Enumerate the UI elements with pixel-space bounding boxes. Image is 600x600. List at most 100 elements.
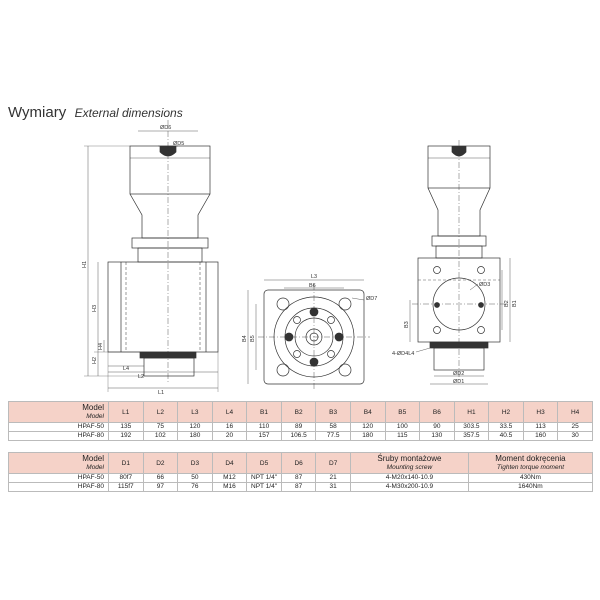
- table-cell: 77.5: [315, 431, 351, 441]
- table-cell: 58: [315, 422, 351, 432]
- table-cell: 66: [142, 473, 179, 483]
- dimensions-table-1: Model Model L1 L2 L3 L4 B1 B2 B3 B4 B5 B…: [8, 401, 593, 441]
- table-cell: 21: [315, 473, 351, 483]
- table-cell: 87: [280, 482, 317, 492]
- table-cell: 180: [349, 431, 386, 441]
- label-od6: ØD6: [160, 125, 171, 131]
- col-header: B5: [384, 401, 421, 423]
- side-view-drawing: [84, 120, 219, 392]
- col-header: L4: [211, 401, 248, 423]
- table-cell: 75: [142, 422, 179, 432]
- label-od1: ØD1: [453, 379, 464, 385]
- table-cell: 106.5: [280, 431, 317, 441]
- table-cell: 102: [142, 431, 179, 441]
- col-header: B4: [349, 401, 386, 423]
- col-header: H2: [488, 401, 524, 423]
- col-header: B1: [246, 401, 282, 423]
- label-b3: B3: [404, 321, 410, 328]
- table-cell: 357.5: [453, 431, 490, 441]
- model-cell: HPAF-50: [8, 473, 109, 483]
- torque-header: Moment dokręcenia Tighten torque moment: [467, 452, 593, 474]
- label-l3: L3: [311, 274, 317, 280]
- model-cell: HPAF-50: [8, 422, 109, 432]
- label-od2: ØD2: [453, 371, 464, 377]
- label-od4: 4-ØD4L4: [392, 351, 414, 357]
- table-cell: 25: [557, 422, 593, 432]
- title-english: External dimensions: [74, 106, 183, 120]
- table-cell: 90: [419, 422, 455, 432]
- model-cell: HPAF-80: [8, 482, 109, 492]
- table-cell: 113: [522, 422, 559, 432]
- table-cell: 20: [211, 431, 248, 441]
- table-1-header-row: Model Model L1 L2 L3 L4 B1 B2 B3 B4 B5 B…: [8, 401, 593, 423]
- label-od7: ØD7: [366, 296, 377, 302]
- table-cell: 50: [177, 473, 213, 483]
- table-cell: 115: [384, 431, 421, 441]
- table-cell: 120: [349, 422, 386, 432]
- col-header: D6: [280, 452, 317, 474]
- torque-cell: 1640Nm: [467, 482, 593, 492]
- page-title: Wymiary External dimensions: [8, 104, 183, 122]
- mounting-screw-header: Śruby montażowe Mounting screw: [349, 452, 469, 474]
- table-row: HPAF-50 135 75 120 16 110 89 58 120 100 …: [8, 422, 593, 432]
- table-cell: 89: [280, 422, 317, 432]
- table-cell: 192: [108, 431, 144, 441]
- col-header: B2: [280, 401, 317, 423]
- table-row: HPAF-80 192 102 180 20 157 106.5 77.5 18…: [8, 431, 593, 441]
- col-header: L2: [142, 401, 179, 423]
- label-b1: B1: [512, 300, 518, 307]
- table-cell: 160: [522, 431, 559, 441]
- table-cell: 135: [108, 422, 144, 432]
- label-l4: L4: [123, 366, 129, 372]
- screw-cell: 4-M30x200-10.9: [349, 482, 469, 492]
- col-header: D3: [177, 452, 213, 474]
- flange-view-drawing: [247, 279, 370, 390]
- table-cell: NPT 1/4": [246, 473, 282, 483]
- col-header: H1: [453, 401, 490, 423]
- label-l1: L1: [158, 390, 164, 396]
- label-h4: H4: [98, 343, 104, 350]
- table-cell: M12: [211, 473, 248, 483]
- table-cell: M16: [211, 482, 248, 492]
- dimensions-table-2: Model Model D1 D2 D3 D4 D5 D6 D7 Śruby m…: [8, 452, 593, 492]
- table-cell: 180: [177, 431, 213, 441]
- label-b5: B5: [250, 335, 256, 342]
- label-h2: H2: [92, 357, 98, 364]
- table-cell: 100: [384, 422, 421, 432]
- model-header: Model Model: [8, 401, 109, 423]
- table-cell: 115f7: [108, 482, 144, 492]
- technical-drawings: ØD6 ØD5 H1 H3 H2 H4 L4 L2 L1: [82, 120, 518, 396]
- table-cell: 130: [419, 431, 455, 441]
- label-h1: H1: [82, 261, 88, 268]
- table-cell: 110: [246, 422, 282, 432]
- col-header: B3: [315, 401, 351, 423]
- label-od3: ØD3: [479, 282, 490, 288]
- table-cell: NPT 1/4": [246, 482, 282, 492]
- label-b6: B6: [309, 283, 316, 289]
- table-row: HPAF-80 115f7 97 76 M16 NPT 1/4" 87 31 4…: [8, 482, 593, 492]
- table-row: HPAF-50 80f7 66 50 M12 NPT 1/4" 87 21 4-…: [8, 473, 593, 483]
- col-header: D7: [315, 452, 351, 474]
- label-l2: L2: [138, 374, 144, 380]
- label-b2: B2: [504, 300, 510, 307]
- table-cell: 157: [246, 431, 282, 441]
- table-cell: 80f7: [108, 473, 144, 483]
- front-view-drawing: [409, 140, 511, 385]
- table-cell: 303.5: [453, 422, 490, 432]
- table-cell: 33.5: [488, 422, 524, 432]
- title-polish: Wymiary: [8, 104, 67, 121]
- col-header: H3: [522, 401, 559, 423]
- table-cell: 76: [177, 482, 213, 492]
- table-cell: 87: [280, 473, 317, 483]
- col-header: D2: [142, 452, 179, 474]
- table-cell: 97: [142, 482, 179, 492]
- col-header: L3: [177, 401, 213, 423]
- table-cell: 120: [177, 422, 213, 432]
- label-b4: B4: [242, 335, 248, 342]
- col-header: B6: [419, 401, 455, 423]
- table-cell: 40.5: [488, 431, 524, 441]
- table-2-header-row: Model Model D1 D2 D3 D4 D5 D6 D7 Śruby m…: [8, 452, 593, 474]
- model-header: Model Model: [8, 452, 109, 474]
- col-header: D4: [211, 452, 248, 474]
- torque-cell: 430Nm: [467, 473, 593, 483]
